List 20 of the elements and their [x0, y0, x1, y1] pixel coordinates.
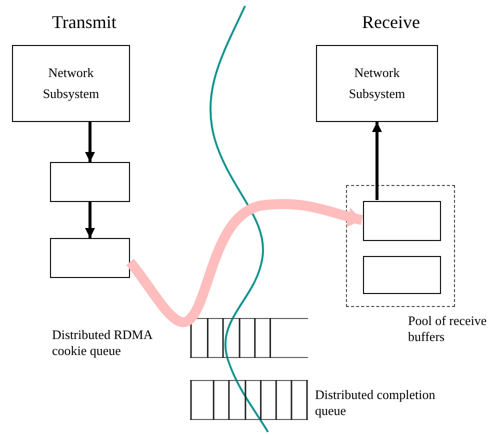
arrow [372, 122, 382, 200]
column-heading: Transmit [52, 12, 116, 33]
arrow [85, 122, 95, 162]
arrow [85, 202, 95, 238]
box-label: Network Subsystem [348, 64, 406, 103]
buffer-box [363, 256, 441, 294]
arrow [126, 199, 364, 327]
queue-drawing [190, 318, 308, 358]
column-heading: Receive [362, 12, 420, 33]
process-box [12, 45, 130, 122]
buffer-box [50, 162, 130, 202]
buffer-pool-box [346, 185, 455, 307]
node-caption: Distributed RDMA cookie queue [52, 327, 154, 360]
box-label: Network Subsystem [42, 64, 100, 103]
process-box [316, 45, 438, 122]
buffer-box [50, 238, 130, 278]
node-caption: Pool of receive buffers [408, 313, 488, 346]
node-caption: Distributed completion queue [315, 387, 436, 420]
queue-drawing [190, 380, 308, 420]
buffer-box [363, 201, 441, 241]
